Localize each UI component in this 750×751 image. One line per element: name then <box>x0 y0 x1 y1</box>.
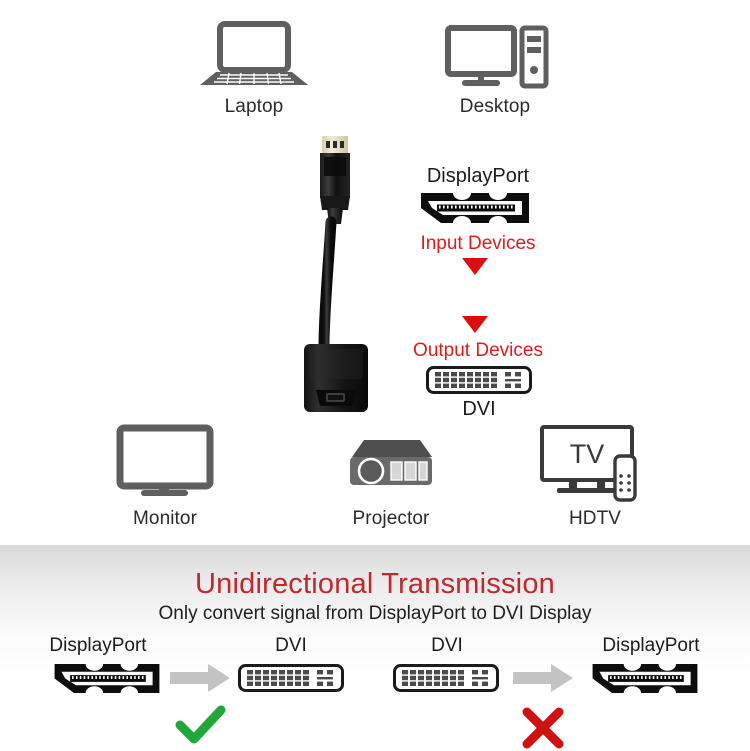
laptop-icon <box>196 21 312 88</box>
supported-to-label: DVI <box>275 635 307 656</box>
unsupported-to-label: DisplayPort <box>602 635 700 656</box>
unsupported-from-label: DVI <box>431 635 463 656</box>
gray-arrow-right-icon-unsupported <box>513 663 575 693</box>
dvi-connector-icon-supported <box>238 664 344 692</box>
laptop-label: Laptop <box>224 96 284 117</box>
monitor-icon <box>116 424 214 497</box>
output-devices-label: Output Devices <box>413 340 543 361</box>
red-triangle-down-icon-input <box>462 258 488 275</box>
desktop-computer-icon <box>445 25 549 89</box>
displayport-connector-icon <box>419 191 531 225</box>
banner-subtitle: Only convert signal from DisplayPort to … <box>158 603 592 624</box>
unidirectional-banner: Unidirectional Transmission Only convert… <box>0 545 750 750</box>
supported-from-label: DisplayPort <box>49 635 147 656</box>
hdtv-label: HDTV <box>568 508 622 529</box>
displayport-connector-icon-supported <box>52 662 162 695</box>
input-connector-title: DisplayPort <box>426 165 530 187</box>
hdtv-icon: TV <box>539 424 651 502</box>
projector-icon <box>342 437 440 495</box>
dvi-connector-icon-unsupported <box>393 664 499 692</box>
conversion-pair-supported: DisplayPort <box>26 635 366 745</box>
monitor-label: Monitor <box>132 508 198 529</box>
conversion-pair-unsupported: DVI <box>385 635 730 749</box>
displayport-to-dvi-adapter <box>300 132 410 422</box>
green-check-icon <box>175 705 227 747</box>
red-cross-icon <box>520 705 566 751</box>
displayport-connector-icon-unsupported <box>590 662 700 695</box>
output-connector-title: DVI <box>462 398 496 420</box>
hdtv-screen-text: TV <box>570 439 605 469</box>
projector-label: Projector <box>352 508 430 529</box>
input-devices-label: Input Devices <box>420 233 536 254</box>
dvi-connector-icon <box>426 366 532 394</box>
diagram-top-area: Laptop Desktop <box>116 21 651 529</box>
banner-title: Unidirectional Transmission <box>195 568 555 600</box>
red-triangle-down-icon-output <box>462 316 488 333</box>
desktop-label: Desktop <box>459 96 531 117</box>
gray-arrow-right-icon-supported <box>170 663 232 693</box>
